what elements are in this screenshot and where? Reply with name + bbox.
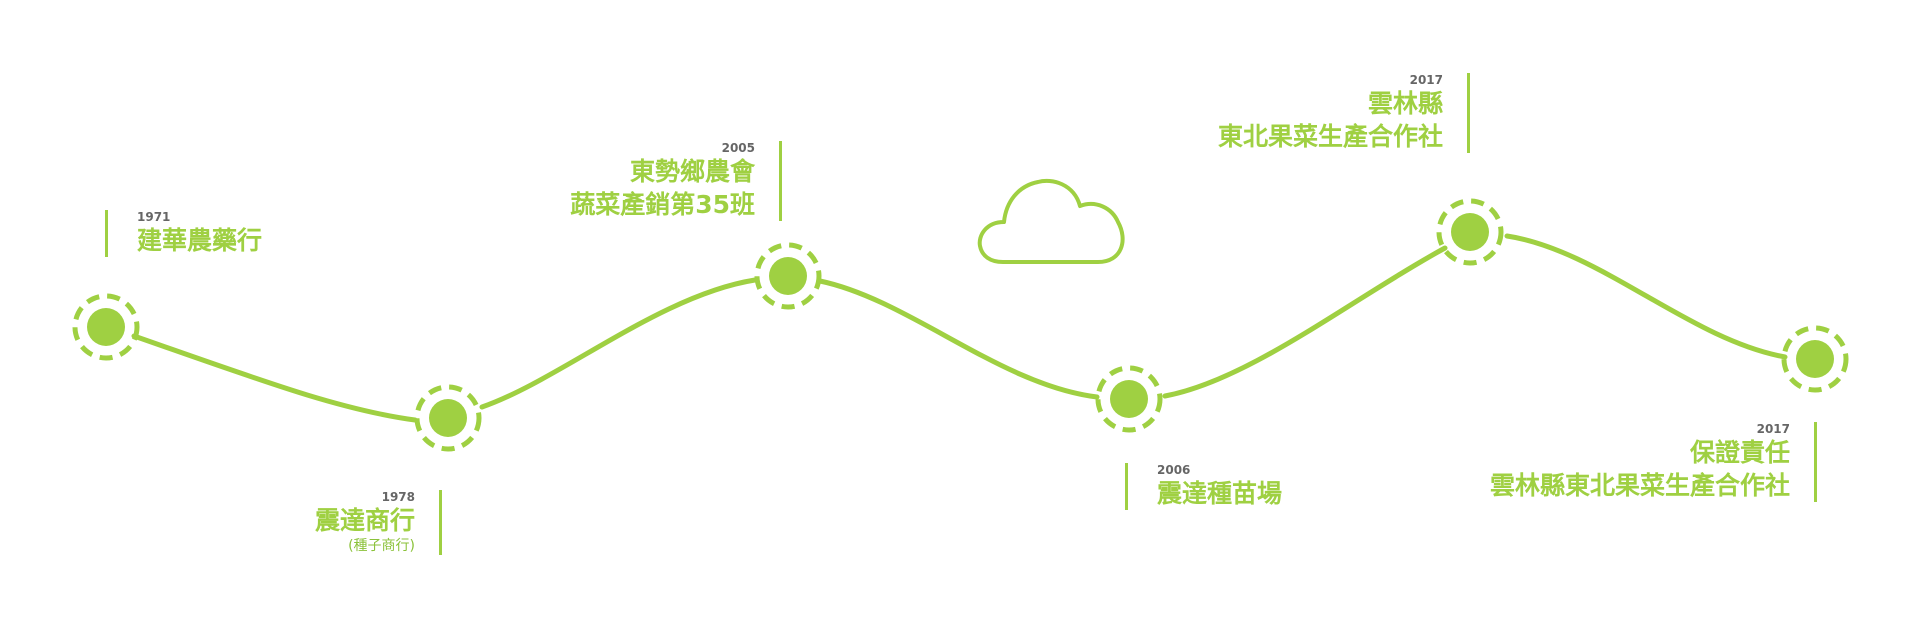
timeline-node-2017-a	[1436, 198, 1504, 266]
event-title-line-2: 雲林縣東北果菜生產合作社	[1489, 471, 1790, 500]
timeline-curve	[131, 233, 1788, 423]
event-title: 建華農藥行	[137, 226, 263, 255]
event-1971: 1971 建華農藥行	[105, 210, 262, 257]
event-year: 1978	[381, 490, 415, 504]
event-2017-a: 2017 雲林縣 東北果菜生產合作社	[1218, 73, 1470, 153]
event-2006: 2006 震達種苗場	[1125, 463, 1282, 510]
timeline-node-2017-b	[1781, 325, 1849, 393]
event-year: 2006	[1157, 463, 1191, 477]
timeline-node-2005	[754, 242, 822, 310]
event-title-line-1: 保證責任	[1689, 438, 1790, 467]
event-1978: 1978 震達商行 (種子商行)	[315, 490, 442, 555]
event-title-line-1: 雲林縣	[1367, 89, 1443, 118]
event-title: 震達商行	[314, 506, 415, 535]
event-subtitle: (種子商行)	[348, 538, 415, 554]
event-title-line-2: 東北果菜生產合作社	[1217, 122, 1443, 151]
event-2017-b: 2017 保證責任 雲林縣東北果菜生產合作社	[1490, 422, 1817, 502]
timeline-node-1971	[72, 293, 140, 361]
event-year: 2017	[1409, 73, 1443, 87]
event-title: 震達種苗場	[1157, 479, 1283, 508]
event-title-line-1: 東勢鄉農會	[629, 157, 755, 186]
cloud-icon	[977, 178, 1125, 264]
timeline-node-1978	[414, 384, 482, 452]
event-title-line-2: 蔬菜產銷第35班	[570, 190, 755, 219]
event-year: 1971	[137, 210, 171, 224]
event-2005: 2005 東勢鄉農會 蔬菜產銷第35班	[570, 141, 782, 221]
timeline-node-2006	[1095, 365, 1163, 433]
event-year: 2017	[1756, 422, 1790, 436]
event-year: 2005	[721, 141, 755, 155]
